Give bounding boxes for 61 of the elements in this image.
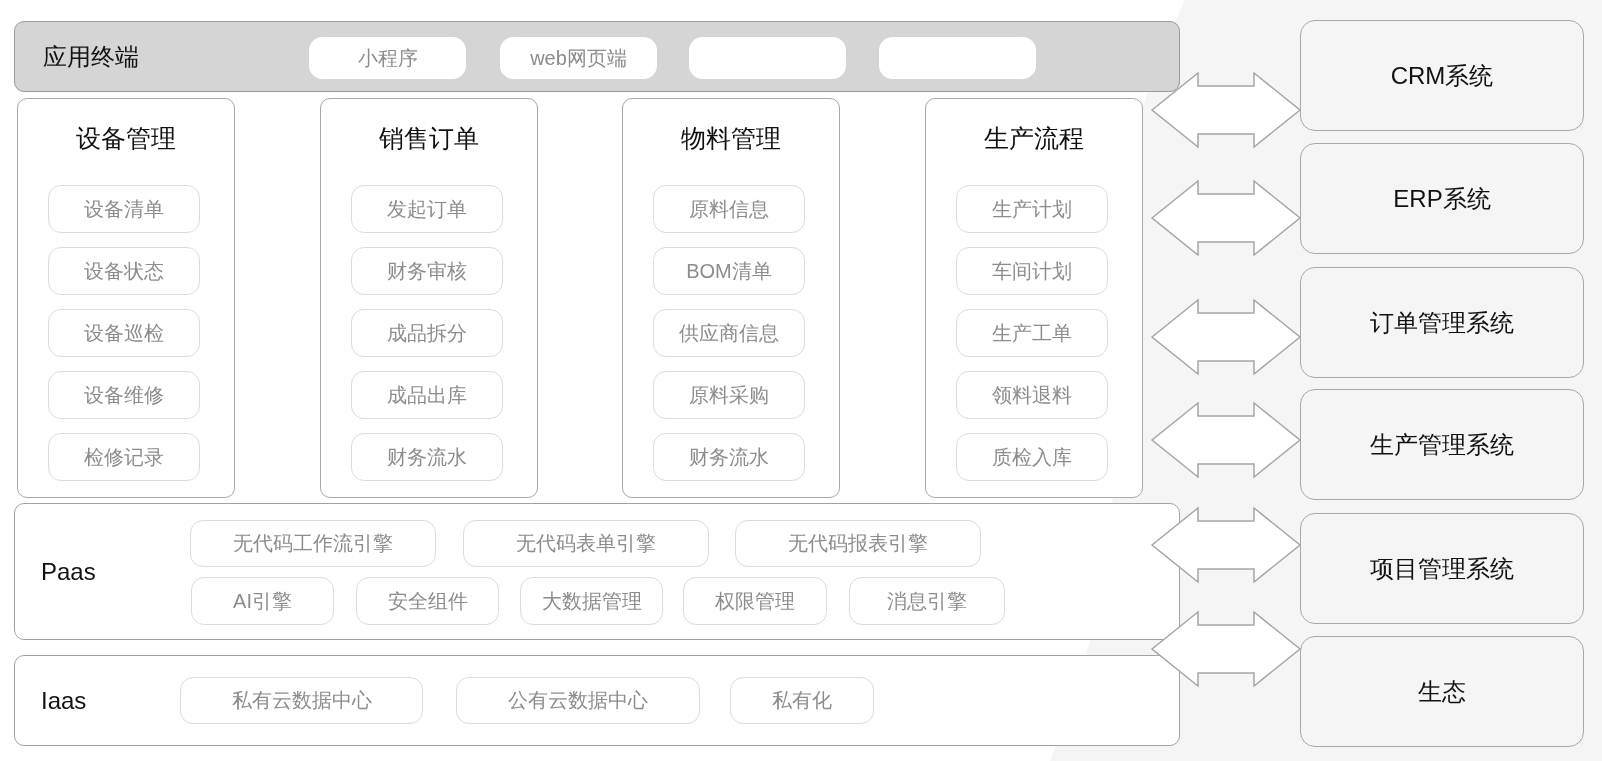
feature-tag: AI引擎 — [191, 577, 334, 625]
layer-title: Iaas — [41, 686, 87, 715]
feature-tag: BOM清单 — [653, 247, 805, 295]
feature-tag: 私有化 — [730, 677, 874, 724]
feature-tag: 无代码工作流引擎 — [190, 520, 436, 567]
feature-tag: 车间计划 — [956, 247, 1108, 295]
feature-tag: 原料采购 — [653, 371, 805, 419]
feature-tag: 发起订单 — [351, 185, 503, 233]
double-arrow — [1150, 298, 1302, 376]
system-box: 订单管理系统 — [1300, 267, 1584, 378]
feature-tag: 安全组件 — [356, 577, 499, 625]
layer-band — [14, 503, 1180, 640]
double-arrow — [1150, 71, 1302, 149]
feature-tag: 生产工单 — [956, 309, 1108, 357]
feature-tag: 设备巡检 — [48, 309, 200, 357]
module-panel — [622, 98, 840, 498]
feature-tag: web网页端 — [500, 37, 657, 79]
system-box: 生态 — [1300, 636, 1584, 747]
feature-tag: 财务流水 — [653, 433, 805, 481]
empty-tag — [879, 37, 1036, 79]
feature-tag: 无代码报表引擎 — [735, 520, 981, 567]
layer-band — [14, 21, 1180, 92]
feature-tag: 财务审核 — [351, 247, 503, 295]
feature-tag: 生产计划 — [956, 185, 1108, 233]
feature-tag: 财务流水 — [351, 433, 503, 481]
feature-tag: 成品拆分 — [351, 309, 503, 357]
feature-tag: 小程序 — [309, 37, 466, 79]
module-heading: 生产流程 — [984, 124, 1084, 153]
feature-tag: 原料信息 — [653, 185, 805, 233]
double-arrow — [1150, 506, 1302, 584]
feature-tag: 设备状态 — [48, 247, 200, 295]
feature-tag: 公有云数据中心 — [456, 677, 700, 724]
feature-tag: 质检入库 — [956, 433, 1108, 481]
system-box: ERP系统 — [1300, 143, 1584, 254]
empty-tag — [689, 37, 846, 79]
system-box: 生产管理系统 — [1300, 389, 1584, 500]
feature-tag: 设备清单 — [48, 185, 200, 233]
feature-tag: 大数据管理 — [520, 577, 663, 625]
system-box: CRM系统 — [1300, 20, 1584, 131]
layer-band — [14, 655, 1180, 746]
module-heading: 销售订单 — [379, 124, 479, 153]
feature-tag: 权限管理 — [683, 577, 827, 625]
double-arrow — [1150, 610, 1302, 688]
double-arrow — [1150, 401, 1302, 479]
layer-title: Paas — [41, 557, 96, 586]
module-panel — [925, 98, 1143, 498]
module-panel — [320, 98, 538, 498]
module-heading: 物料管理 — [681, 124, 781, 153]
feature-tag: 私有云数据中心 — [180, 677, 423, 724]
feature-tag: 设备维修 — [48, 371, 200, 419]
feature-tag: 供应商信息 — [653, 309, 805, 357]
system-box: 项目管理系统 — [1300, 513, 1584, 624]
feature-tag: 成品出库 — [351, 371, 503, 419]
layer-title: 应用终端 — [43, 42, 139, 71]
feature-tag: 检修记录 — [48, 433, 200, 481]
feature-tag: 消息引擎 — [849, 577, 1005, 625]
feature-tag: 无代码表单引擎 — [463, 520, 709, 567]
feature-tag: 领料退料 — [956, 371, 1108, 419]
module-heading: 设备管理 — [76, 124, 176, 153]
double-arrow — [1150, 179, 1302, 257]
module-panel — [17, 98, 235, 498]
